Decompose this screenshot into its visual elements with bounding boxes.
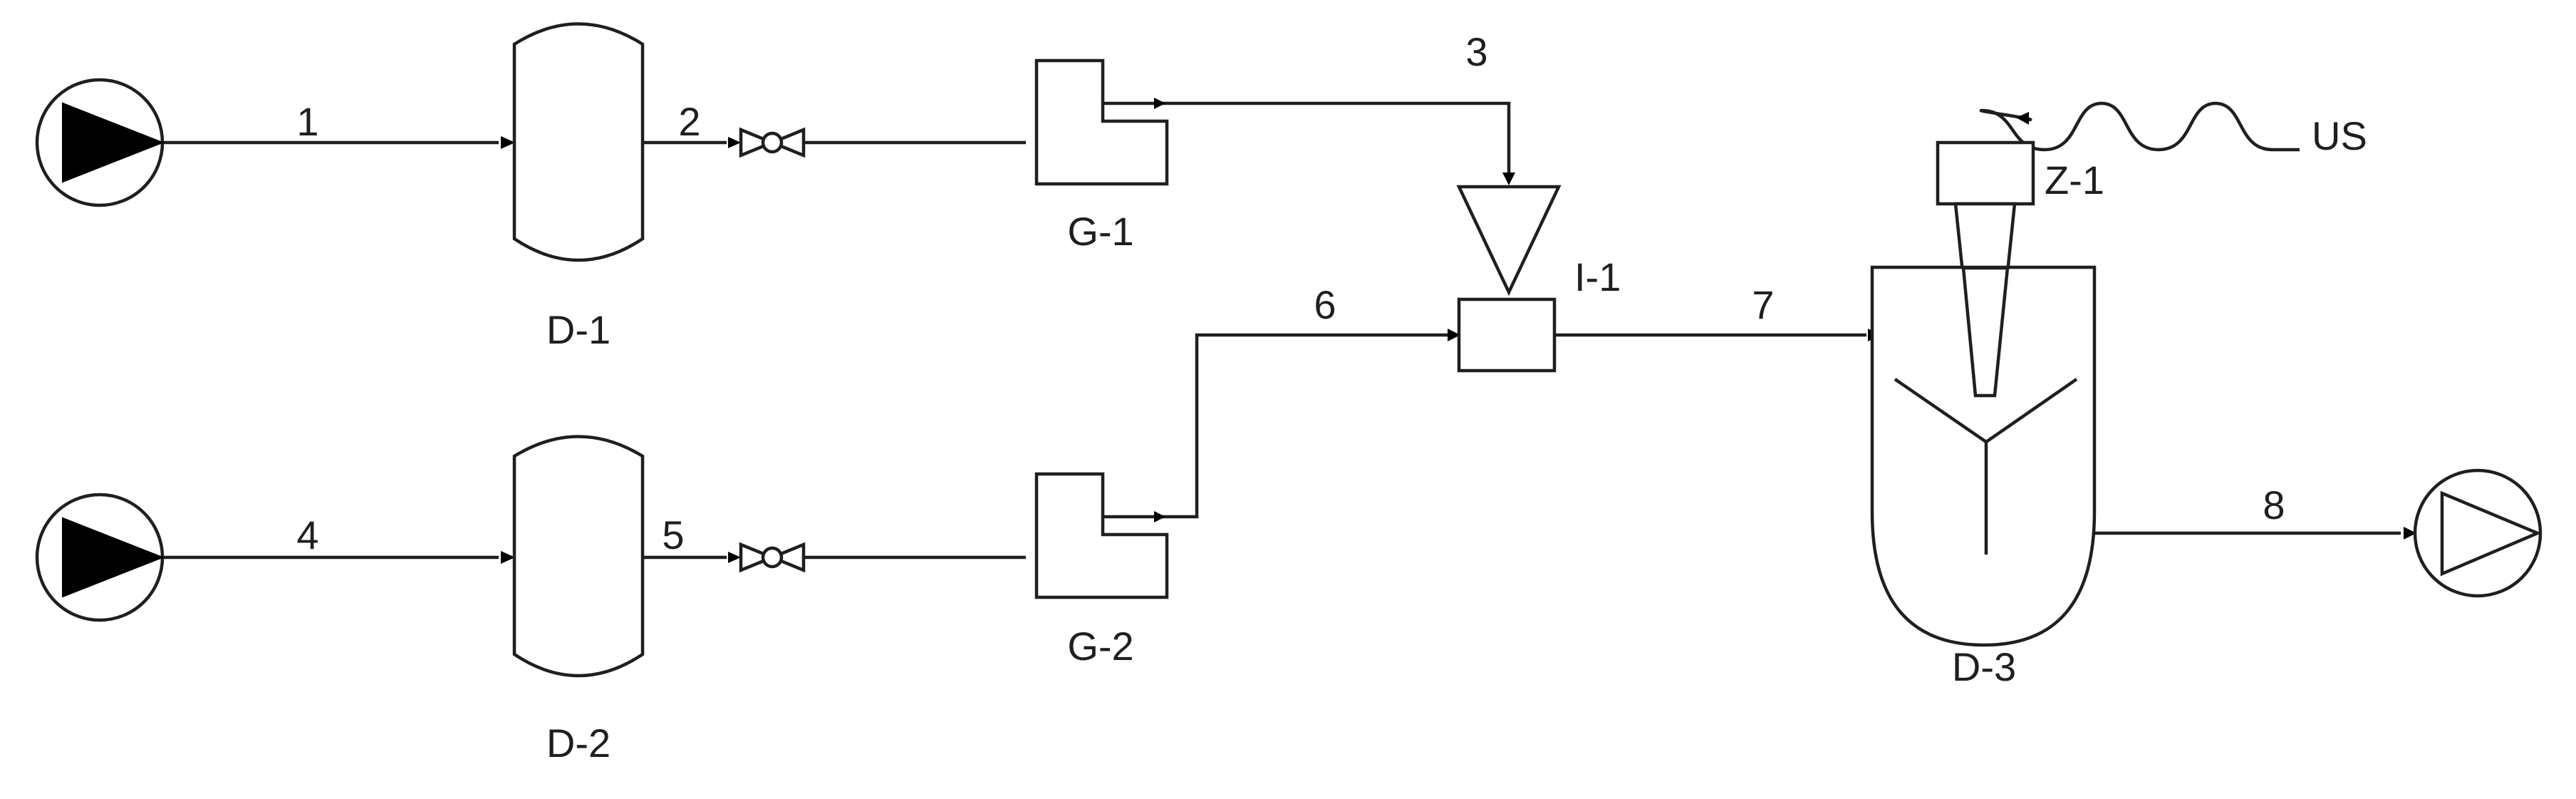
- ultrasound-wave-line: [1979, 101, 2300, 152]
- label-us: US: [2312, 113, 2367, 158]
- arrow-stream-1: [501, 136, 515, 149]
- label-z1: Z-1: [2045, 158, 2104, 202]
- label-d2: D-2: [546, 721, 611, 766]
- stream-6-line: [1103, 333, 1448, 519]
- arrow-stream-6: [1448, 329, 1460, 341]
- arrow-stream-8: [2404, 527, 2416, 540]
- agitated-reactor-icon: [1870, 265, 2097, 647]
- label-d1: D-1: [546, 307, 611, 352]
- filled-pump-icon: [35, 493, 165, 622]
- equipment-labels: D-1 D-2 G-1 G-2 I-1 Z-1 US D-3: [546, 113, 2367, 766]
- gate-valve-icon: [739, 127, 806, 158]
- label-g1: G-1: [1067, 209, 1133, 254]
- arrow-ultrasound: [2016, 112, 2029, 125]
- gate-valve-icon: [739, 542, 806, 573]
- stream-label-6: 6: [1314, 282, 1336, 327]
- vertical-vessel-icon: [512, 435, 645, 678]
- label-d3: D-3: [1952, 644, 2016, 689]
- mill-icon: [1034, 472, 1169, 599]
- hopper-icon: [1456, 185, 1562, 373]
- arrow-stream-6-start: [1154, 511, 1165, 522]
- stream-label-8: 8: [2263, 483, 2285, 527]
- stream-3-line: [1103, 101, 1511, 177]
- stream-label-5: 5: [662, 512, 684, 557]
- label-i1: I-1: [1574, 254, 1621, 299]
- mill-icon: [1034, 58, 1169, 186]
- arrow-stream-3-start: [1154, 98, 1165, 109]
- arrow-stream-4: [501, 551, 515, 564]
- stream-label-7: 7: [1752, 282, 1774, 327]
- stream-label-3: 3: [1465, 29, 1487, 74]
- stream-label-4: 4: [296, 512, 318, 557]
- arrow-stream-2: [728, 137, 741, 148]
- open-pump-icon: [2413, 468, 2543, 598]
- flow-arrows: [501, 98, 2416, 564]
- label-g2: G-2: [1067, 624, 1133, 669]
- vertical-vessel-icon: [512, 22, 645, 262]
- arrow-stream-3: [1502, 172, 1515, 185]
- stream-lines: [164, 101, 2401, 560]
- stream-label-2: 2: [678, 99, 700, 144]
- stream-label-1: 1: [296, 99, 318, 144]
- arrow-stream-5: [728, 552, 741, 563]
- filled-pump-icon: [35, 78, 165, 207]
- stream-labels: 1 2 3 4 5 6 7 8: [296, 29, 2285, 557]
